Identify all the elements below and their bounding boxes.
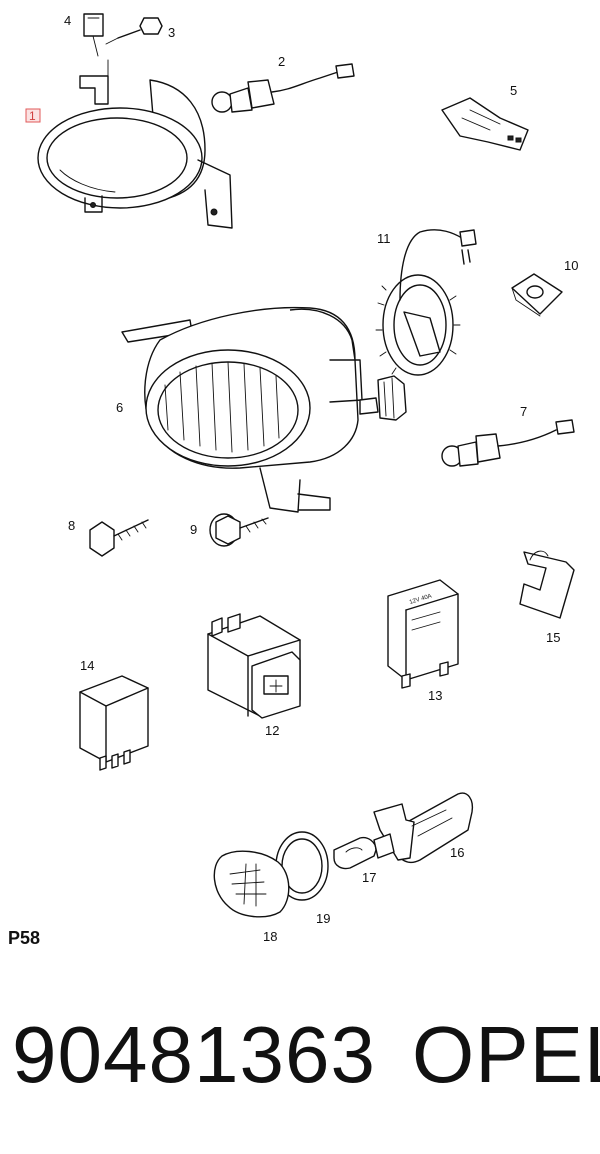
- callout-11[interactable]: 11: [377, 231, 391, 246]
- part-number: 90481363: [12, 1010, 376, 1099]
- part-14-relay[interactable]: [79, 675, 149, 771]
- callout-19[interactable]: 19: [316, 911, 330, 926]
- part-7-bulb-lead[interactable]: [441, 419, 575, 467]
- callout-2[interactable]: 2: [278, 54, 285, 69]
- callout-6[interactable]: 6: [116, 400, 123, 415]
- diagram-code: P58: [8, 928, 41, 948]
- part-18-indicator-lens[interactable]: [213, 850, 290, 918]
- part-11-bulb-holder[interactable]: [375, 229, 477, 376]
- callout-16[interactable]: 16: [450, 845, 464, 860]
- part-13-relay[interactable]: 12V 40A: [387, 579, 459, 689]
- part-4-clip[interactable]: [83, 13, 104, 57]
- part-17-bulb[interactable]: [333, 833, 395, 870]
- callout-3[interactable]: 3: [168, 25, 175, 40]
- callout-10[interactable]: 10: [564, 258, 578, 273]
- callout-12[interactable]: 12: [265, 723, 279, 738]
- callout-5[interactable]: 5: [510, 83, 517, 98]
- parts-diagram: 12V 40A: [25, 13, 578, 944]
- part-6-fog-lamp-housing[interactable]: [121, 306, 407, 513]
- callout-15[interactable]: 15: [546, 630, 560, 645]
- part-3-screw[interactable]: [105, 17, 163, 45]
- callout-4[interactable]: 4: [64, 13, 71, 28]
- part-9-screw[interactable]: [209, 513, 269, 547]
- part-2-bulb-lead[interactable]: [211, 63, 355, 113]
- part-12-switch[interactable]: [207, 613, 301, 719]
- part-1-fog-lamp[interactable]: [37, 59, 233, 229]
- part-15-clip[interactable]: [519, 550, 575, 619]
- part-10-clip-nut[interactable]: [511, 273, 563, 317]
- part-16-socket[interactable]: [373, 792, 474, 864]
- callout-7[interactable]: 7: [520, 404, 527, 419]
- callout-13[interactable]: 13: [428, 688, 442, 703]
- callout-14[interactable]: 14: [80, 658, 94, 673]
- callout-17[interactable]: 17: [362, 870, 376, 885]
- part-8-screw[interactable]: [89, 519, 149, 557]
- brand-name: OPEL: [412, 1010, 600, 1099]
- part-5-connector[interactable]: [441, 97, 529, 151]
- callout-18[interactable]: 18: [263, 929, 277, 944]
- callout-8[interactable]: 8: [68, 518, 75, 533]
- callout-9[interactable]: 9: [190, 522, 197, 537]
- callout-1-box: [25, 108, 41, 123]
- callout-1[interactable]: 1: [29, 109, 36, 123]
